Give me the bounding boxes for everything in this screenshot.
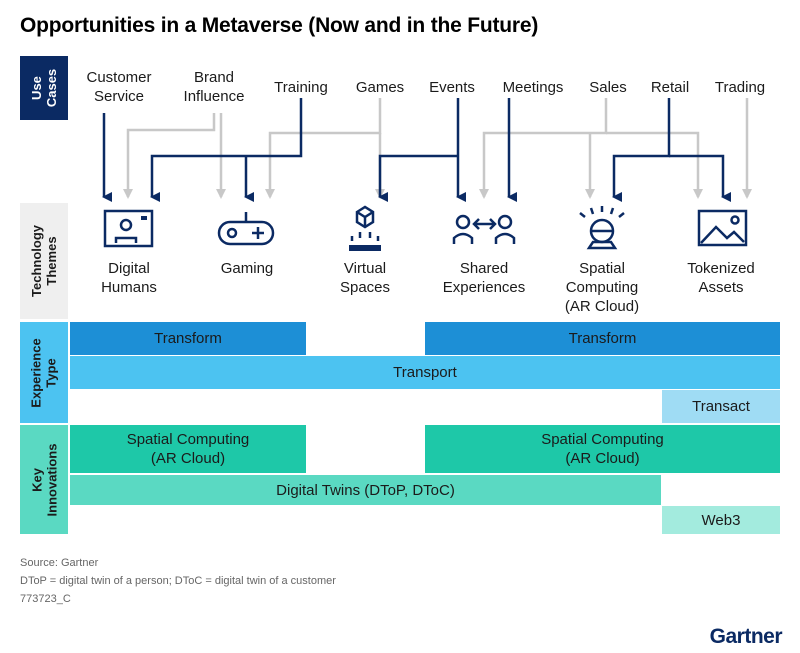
connector-games bbox=[265, 98, 382, 199]
theme-spatial-computing: Spatial Computing (AR Cloud) bbox=[564, 260, 640, 315]
experience-transact: Transact bbox=[662, 390, 780, 423]
use-case-customer-service: Customer Service bbox=[86, 69, 152, 105]
theme-gaming: Gaming bbox=[220, 260, 274, 277]
use-case-brand-influence: Brand Influence bbox=[183, 69, 245, 105]
use-case-games: Games bbox=[355, 79, 405, 96]
use-case-training: Training bbox=[274, 79, 328, 96]
connector-sales bbox=[479, 98, 608, 199]
footer-source: Source: Gartner bbox=[20, 557, 99, 569]
gartner-logo: Gartner bbox=[709, 625, 783, 648]
theme-tokenized-assets: Tokenized Assets bbox=[687, 260, 755, 296]
connector-retail bbox=[612, 98, 671, 202]
use-case-events: Events bbox=[429, 79, 475, 96]
footer-note: DToP = digital twin of a person; DToC = … bbox=[20, 575, 336, 587]
row-header-use-cases: Use Cases bbox=[20, 56, 68, 120]
connector-sales-tokenized bbox=[606, 131, 703, 199]
theme-digital-humans: Digital Humans bbox=[101, 260, 157, 296]
innovation-spatial-computing-right: Spatial Computing (AR Cloud) bbox=[425, 425, 780, 473]
use-case-trading: Trading bbox=[714, 79, 766, 96]
theme-virtual-spaces: Virtual Spaces bbox=[339, 260, 391, 296]
innovation-spatial-computing-left: Spatial Computing (AR Cloud) bbox=[70, 425, 306, 473]
row-header-key-innovations: Key Innovations bbox=[20, 425, 68, 534]
digital-humans-icon bbox=[103, 209, 154, 248]
experience-transport: Transport bbox=[70, 356, 780, 389]
row-header-technology-themes: Technology Themes bbox=[20, 203, 68, 319]
footer-id: 773723_C bbox=[20, 593, 71, 605]
page-title: Opportunities in a Metaverse (Now and in… bbox=[20, 14, 539, 37]
virtual-spaces-icon bbox=[349, 205, 381, 251]
connector-retail-tokenized bbox=[669, 154, 731, 202]
innovation-web3: Web3 bbox=[662, 506, 780, 534]
connector-brand-influence bbox=[123, 113, 216, 199]
innovation-digital-twins: Digital Twins (DToP, DToC) bbox=[70, 475, 661, 505]
theme-shared-experiences: Shared Experiences bbox=[442, 260, 526, 296]
spatial-computing-icon bbox=[579, 206, 625, 250]
gamepad-icon bbox=[217, 212, 275, 246]
experience-transform-left: Transform bbox=[70, 322, 306, 355]
use-case-retail: Retail bbox=[650, 79, 690, 96]
tokenized-assets-icon bbox=[697, 209, 748, 247]
connector-training bbox=[150, 98, 303, 202]
use-case-meetings: Meetings bbox=[502, 79, 564, 96]
experience-transform-right: Transform bbox=[425, 322, 780, 355]
use-case-sales: Sales bbox=[589, 79, 627, 96]
shared-experiences-icon bbox=[452, 214, 516, 244]
connector-events-virtual bbox=[378, 154, 458, 202]
row-header-experience-type: Experience Type bbox=[20, 322, 68, 423]
